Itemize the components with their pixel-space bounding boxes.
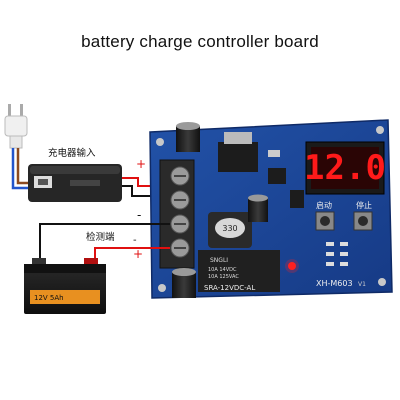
transistor [290,190,304,208]
charger-plus-sign: + [136,157,146,171]
stop-label: 停止 [356,200,372,210]
inductor-value: 330 [222,224,237,233]
charger-adapter-icon [28,164,122,202]
relay-brand: SNGLI [210,257,228,264]
car-battery-icon: 12V 5Ah [24,258,106,314]
capacitor-bottom [172,268,196,298]
battery-plus-sign: + [133,247,143,261]
start-label: 启动 [316,200,332,210]
relay-spec-2: 10A 125VAC [208,274,239,280]
relay: SNGLI 10A 14VDC 10A 125VAC SRA-12VDC-AL [198,250,280,292]
regulator-ic [218,132,258,172]
power-plug-icon [4,104,28,149]
charger-input-label: 充电器输入 [48,147,96,159]
board-version: V1 [358,281,366,288]
battery-minus-sign: - [133,235,137,246]
stop-button[interactable] [353,211,373,231]
display-readout: 12.0 [304,148,386,188]
capacitor-top [176,122,200,152]
status-led-glow [285,259,299,273]
capacitor-mid [248,194,268,222]
smd-component [268,150,280,157]
voltage-display: 12.0 [304,141,386,195]
relay-spec-1: 10A 14VDC [208,267,237,273]
charger-minus-sign: - [137,208,141,222]
plug-wires [11,148,30,190]
status-led [288,262,296,270]
board-model: XH-M603 [316,279,353,288]
inductor: 330 [208,212,252,248]
battery-label: 12V 5Ah [34,294,64,302]
relay-model: SRA-12VDC-AL [204,284,255,292]
terminal-block [159,159,195,269]
smd-resistors [326,242,348,266]
start-button[interactable] [315,211,335,231]
battery-wires [39,223,170,262]
transistor [268,168,286,184]
page-title: battery charge controller board [81,32,319,51]
detect-terminal-label: 检测端 [86,231,115,243]
